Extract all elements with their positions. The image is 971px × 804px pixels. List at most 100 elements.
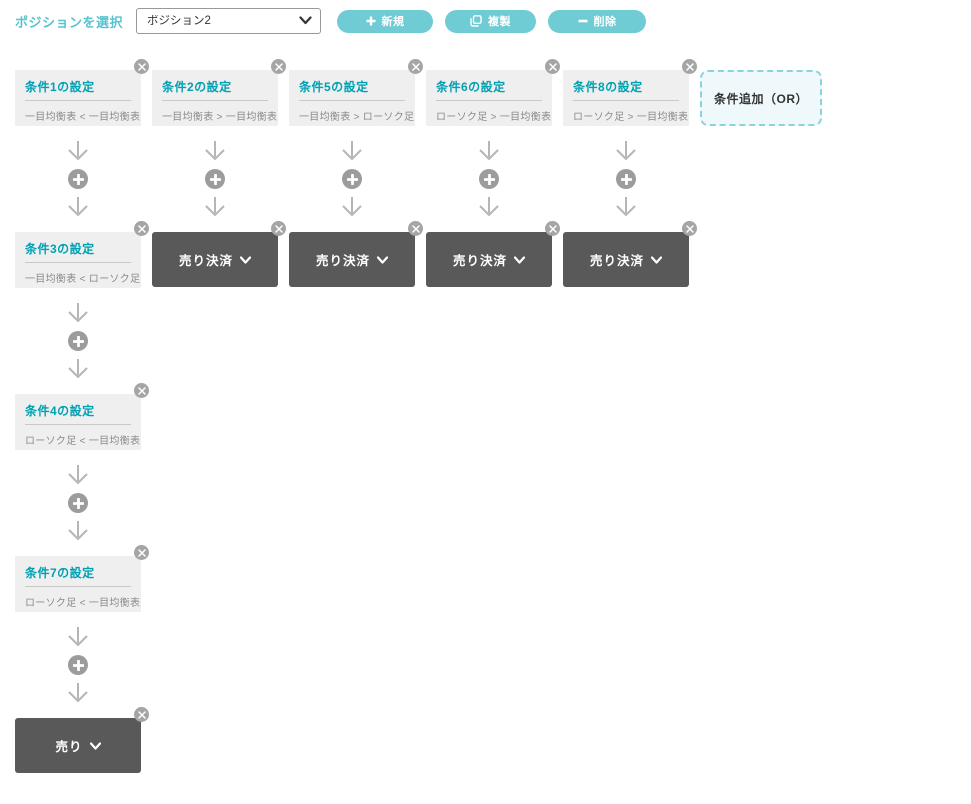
condition-summary: 一目均衡表 < 一目均衡表: [25, 112, 141, 123]
plus-icon: [366, 16, 376, 26]
condition-summary: ローソク足 > 一目均衡表: [436, 112, 552, 123]
add-and-condition-button[interactable]: [68, 655, 88, 675]
condition-summary: ローソク足 < 一目均衡表: [25, 436, 141, 447]
chevron-down-icon: [514, 255, 525, 264]
down-arrow-icon: [616, 141, 636, 161]
condition-title: 条件1の設定: [25, 80, 95, 94]
action-label: 売り: [55, 740, 83, 754]
remove-action-button[interactable]: [545, 221, 560, 236]
condition-card-2[interactable]: 条件2の設定 一目均衡表 > 一目均衡表: [152, 59, 286, 126]
divider: [436, 100, 542, 101]
divider: [299, 100, 405, 101]
position-select[interactable]: ポジション2: [136, 8, 322, 34]
action-sell-close-button[interactable]: 売り決済: [563, 221, 697, 287]
add-and-condition-button[interactable]: [205, 169, 225, 189]
divider: [25, 424, 131, 425]
down-arrow-icon: [68, 197, 88, 217]
strategy-flow-canvas: 条件1の設定 一目均衡表 < 一目均衡表 条件3の設定 一目均衡表 < ローソク…: [15, 59, 971, 773]
close-icon: [274, 62, 283, 71]
condition-card-3[interactable]: 条件3の設定 一目均衡表 < ローソク足: [15, 221, 149, 288]
remove-action-button[interactable]: [408, 221, 423, 236]
flow-connector: [15, 612, 141, 718]
plus-icon: [72, 659, 84, 671]
close-icon: [685, 62, 694, 71]
down-arrow-icon: [68, 521, 88, 541]
remove-action-button[interactable]: [271, 221, 286, 236]
down-arrow-icon: [68, 465, 88, 485]
add-and-condition-button[interactable]: [68, 493, 88, 513]
close-icon: [137, 710, 146, 719]
remove-condition-button[interactable]: [682, 59, 697, 74]
action-sell-close-button[interactable]: 売り決済: [289, 221, 423, 287]
down-arrow-icon: [68, 683, 88, 703]
flow-column-1: 条件1の設定 一目均衡表 < 一目均衡表 条件3の設定 一目均衡表 < ローソク…: [15, 59, 149, 773]
close-icon: [137, 386, 146, 395]
remove-condition-button[interactable]: [134, 221, 149, 236]
condition-card-8[interactable]: 条件8の設定 ローソク足 > 一目均衡表: [563, 59, 697, 126]
down-arrow-icon: [479, 141, 499, 161]
condition-card-7[interactable]: 条件7の設定 ローソク足 < 一目均衡表: [15, 545, 149, 612]
flow-connector: [15, 126, 141, 232]
condition-summary: 一目均衡表 > 一目均衡表: [162, 112, 278, 123]
action-sell-close-button[interactable]: 売り決済: [152, 221, 286, 287]
action-sell-button[interactable]: 売り: [15, 707, 149, 773]
plus-icon: [346, 173, 358, 185]
flow-connector: [563, 126, 689, 232]
delete-position-label: 削除: [593, 16, 617, 28]
chevron-down-icon: [89, 741, 101, 750]
condition-card-4[interactable]: 条件4の設定 ローソク足 < 一目均衡表: [15, 383, 149, 450]
down-arrow-icon: [205, 141, 225, 161]
action-label: 売り決済: [178, 254, 233, 268]
divider: [573, 100, 679, 101]
remove-condition-button[interactable]: [408, 59, 423, 74]
remove-condition-button[interactable]: [134, 545, 149, 560]
condition-title: 条件4の設定: [25, 404, 95, 418]
close-icon: [685, 224, 694, 233]
plus-icon: [72, 497, 84, 509]
condition-card-1[interactable]: 条件1の設定 一目均衡表 < 一目均衡表: [15, 59, 149, 126]
remove-condition-button[interactable]: [134, 59, 149, 74]
close-icon: [274, 224, 283, 233]
minus-icon: [578, 19, 588, 23]
flow-column-2: 条件2の設定 一目均衡表 > 一目均衡表 売り決済: [152, 59, 286, 287]
remove-condition-button[interactable]: [134, 383, 149, 398]
chevron-down-icon: [240, 255, 251, 264]
close-icon: [411, 224, 420, 233]
condition-title: 条件5の設定: [299, 80, 369, 94]
add-and-condition-button[interactable]: [479, 169, 499, 189]
add-and-condition-button[interactable]: [616, 169, 636, 189]
duplicate-position-button[interactable]: 複製: [445, 9, 537, 33]
flow-column-5: 条件8の設定 ローソク足 > 一目均衡表 売り決済: [563, 59, 697, 287]
condition-card-5[interactable]: 条件5の設定 一目均衡表 > ローソク足: [289, 59, 423, 126]
flow-connector: [289, 126, 415, 232]
condition-title: 条件7の設定: [25, 566, 95, 580]
divider: [25, 262, 131, 263]
delete-position-button[interactable]: 削除: [548, 9, 647, 33]
flow-connector: [152, 126, 278, 232]
condition-summary: 一目均衡表 < ローソク足: [25, 274, 141, 285]
plus-icon: [72, 335, 84, 347]
down-arrow-icon: [342, 141, 362, 161]
condition-title: 条件6の設定: [436, 80, 506, 94]
remove-action-button[interactable]: [134, 707, 149, 722]
close-icon: [137, 548, 146, 557]
chevron-down-icon: [377, 255, 388, 264]
condition-card-6[interactable]: 条件6の設定 ローソク足 > 一目均衡表: [426, 59, 560, 126]
chevron-down-icon: [651, 255, 662, 264]
add-or-condition-button[interactable]: 条件追加（OR）: [700, 70, 822, 126]
down-arrow-icon: [205, 197, 225, 217]
new-position-label: 新規: [381, 16, 405, 28]
remove-condition-button[interactable]: [545, 59, 560, 74]
new-position-button[interactable]: 新規: [337, 9, 434, 33]
copy-icon: [470, 15, 482, 27]
action-label: 売り決済: [589, 254, 644, 268]
remove-action-button[interactable]: [682, 221, 697, 236]
divider: [162, 100, 268, 101]
add-and-condition-button[interactable]: [342, 169, 362, 189]
remove-condition-button[interactable]: [271, 59, 286, 74]
add-and-condition-button[interactable]: [68, 169, 88, 189]
action-sell-close-button[interactable]: 売り決済: [426, 221, 560, 287]
add-and-condition-button[interactable]: [68, 331, 88, 351]
divider: [25, 586, 131, 587]
down-arrow-icon: [68, 627, 88, 647]
